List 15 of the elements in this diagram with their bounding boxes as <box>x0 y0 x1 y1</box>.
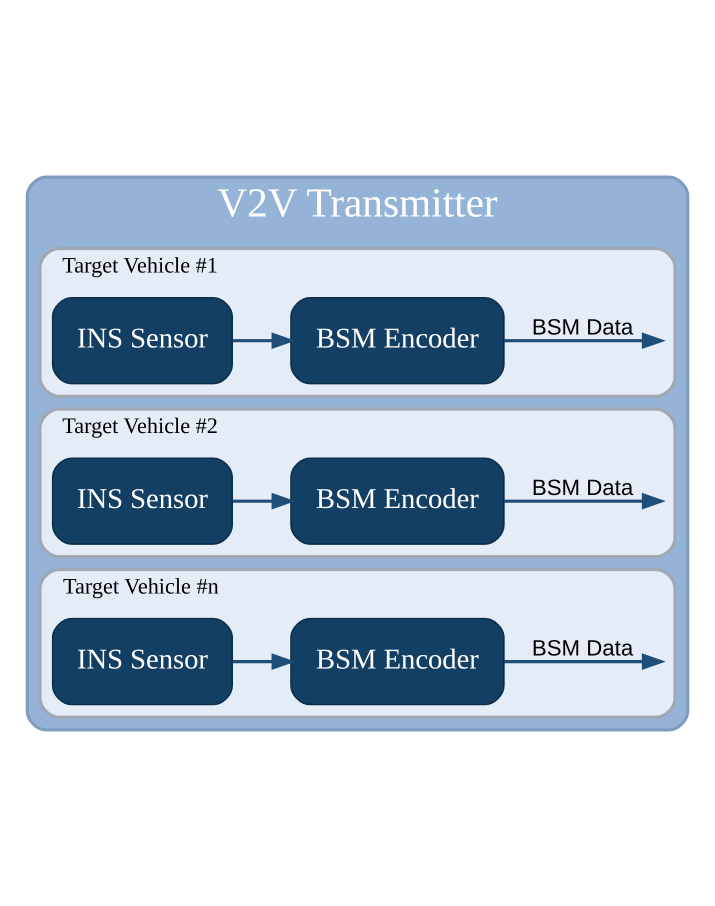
node-box: BSM Encoder <box>290 456 505 544</box>
arrow <box>504 492 666 510</box>
node-box: INS Sensor <box>52 617 233 705</box>
node-box: BSM Encoder <box>290 296 505 384</box>
node-box: INS Sensor <box>52 456 233 544</box>
arrow <box>232 332 296 349</box>
edge-label: BSM Data <box>532 314 634 340</box>
arrow <box>504 652 666 670</box>
edge-label: BSM Data <box>532 635 634 660</box>
node-box: INS Sensor <box>52 296 233 384</box>
node-box: BSM Encoder <box>290 617 505 705</box>
edge-label: BSM Data <box>532 474 634 500</box>
arrow <box>232 492 296 510</box>
arrow <box>504 332 666 349</box>
arrow <box>232 652 296 670</box>
